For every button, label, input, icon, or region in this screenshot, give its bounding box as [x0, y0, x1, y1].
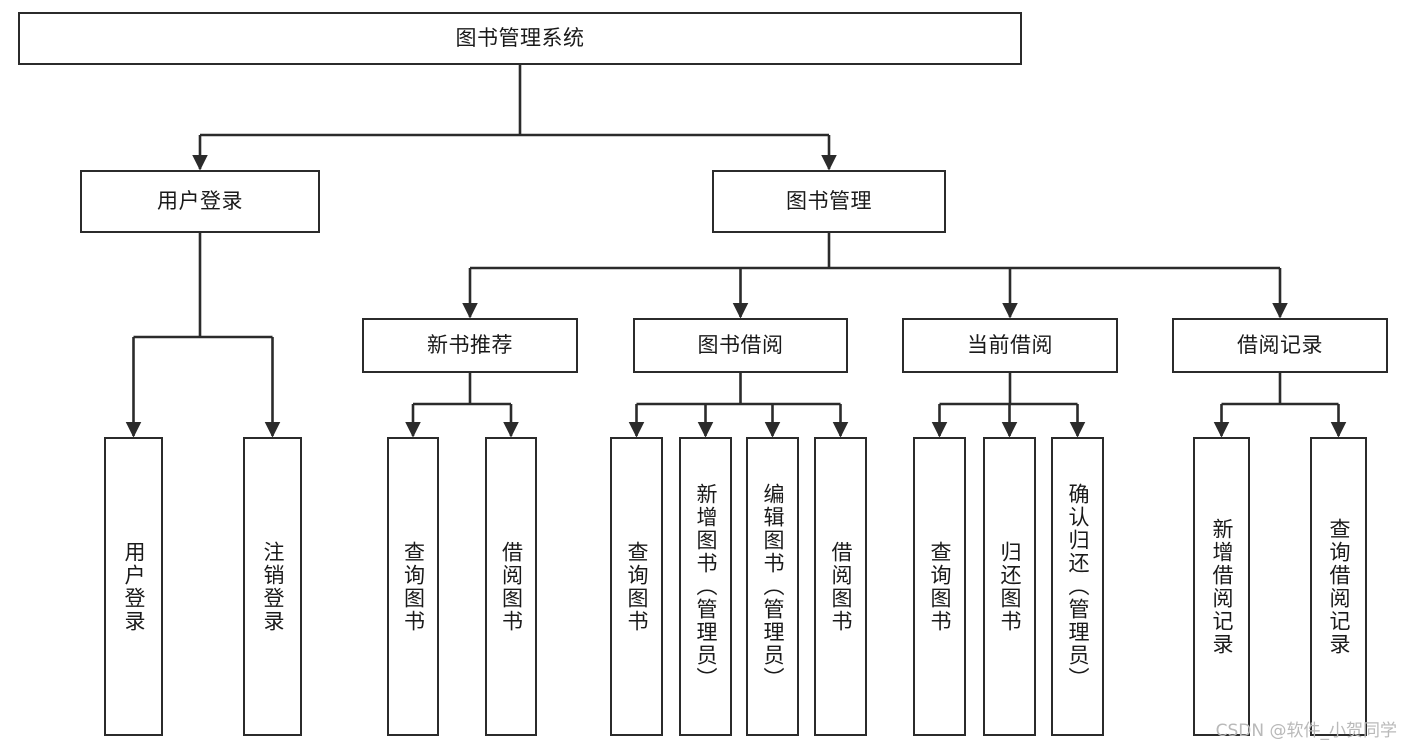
node-root-title-label: 图书管理系统 — [455, 26, 585, 51]
node-leaf-query-record[interactable]: 查询借阅记录 — [1310, 437, 1367, 736]
node-book-borrow-label: 图书借阅 — [697, 333, 784, 358]
node-book-manage-label: 图书管理 — [786, 189, 872, 214]
node-leaf-query-book-3-label: 查询图书 — [928, 540, 952, 633]
node-leaf-borrow-book-2-label: 借阅图书 — [829, 540, 853, 633]
node-borrow-record[interactable]: 借阅记录 — [1172, 318, 1388, 373]
node-leaf-query-book-2-label: 查询图书 — [625, 540, 649, 633]
node-root-title[interactable]: 图书管理系统 — [18, 12, 1022, 65]
node-new-book-recommend[interactable]: 新书推荐 — [362, 318, 578, 373]
node-leaf-confirm-return[interactable]: 确认归还（管理员） — [1051, 437, 1104, 736]
csdn-watermark: CSDN @软件_小贺同学 — [1215, 721, 1397, 741]
node-book-borrow[interactable]: 图书借阅 — [633, 318, 848, 373]
node-leaf-query-record-label: 查询借阅记录 — [1327, 517, 1351, 656]
node-new-book-recommend-label: 新书推荐 — [427, 333, 513, 358]
node-leaf-return-book-label: 归还图书 — [998, 540, 1022, 633]
node-leaf-add-record-label: 新增借阅记录 — [1210, 517, 1234, 656]
node-leaf-logout[interactable]: 注销登录 — [243, 437, 302, 736]
node-leaf-return-book[interactable]: 归还图书 — [983, 437, 1036, 736]
node-leaf-add-record[interactable]: 新增借阅记录 — [1193, 437, 1250, 736]
node-user-login[interactable]: 用户登录 — [80, 170, 320, 233]
node-current-borrow-label: 当前借阅 — [967, 333, 1053, 358]
node-leaf-query-book-1[interactable]: 查询图书 — [387, 437, 439, 736]
node-leaf-add-book-label: 新增图书（管理员） — [694, 483, 718, 690]
node-leaf-user-login-label: 用户登录 — [122, 540, 146, 633]
node-leaf-add-book[interactable]: 新增图书（管理员） — [679, 437, 732, 736]
node-book-manage[interactable]: 图书管理 — [712, 170, 946, 233]
node-leaf-query-book-3[interactable]: 查询图书 — [913, 437, 966, 736]
node-leaf-confirm-return-label: 确认归还（管理员） — [1066, 483, 1090, 690]
node-leaf-borrow-book-1-label: 借阅图书 — [499, 540, 524, 633]
node-leaf-logout-label: 注销登录 — [261, 540, 285, 633]
node-leaf-query-book-2[interactable]: 查询图书 — [610, 437, 663, 736]
node-current-borrow[interactable]: 当前借阅 — [902, 318, 1118, 373]
node-leaf-borrow-book-2[interactable]: 借阅图书 — [814, 437, 867, 736]
node-leaf-borrow-book-1[interactable]: 借阅图书 — [485, 437, 537, 736]
node-borrow-record-label: 借阅记录 — [1237, 333, 1323, 358]
node-leaf-user-login[interactable]: 用户登录 — [104, 437, 163, 736]
node-leaf-edit-book-label: 编辑图书（管理员） — [761, 483, 785, 690]
node-leaf-query-book-1-label: 查询图书 — [401, 540, 426, 633]
node-user-login-label: 用户登录 — [157, 189, 243, 214]
node-leaf-edit-book[interactable]: 编辑图书（管理员） — [746, 437, 799, 736]
